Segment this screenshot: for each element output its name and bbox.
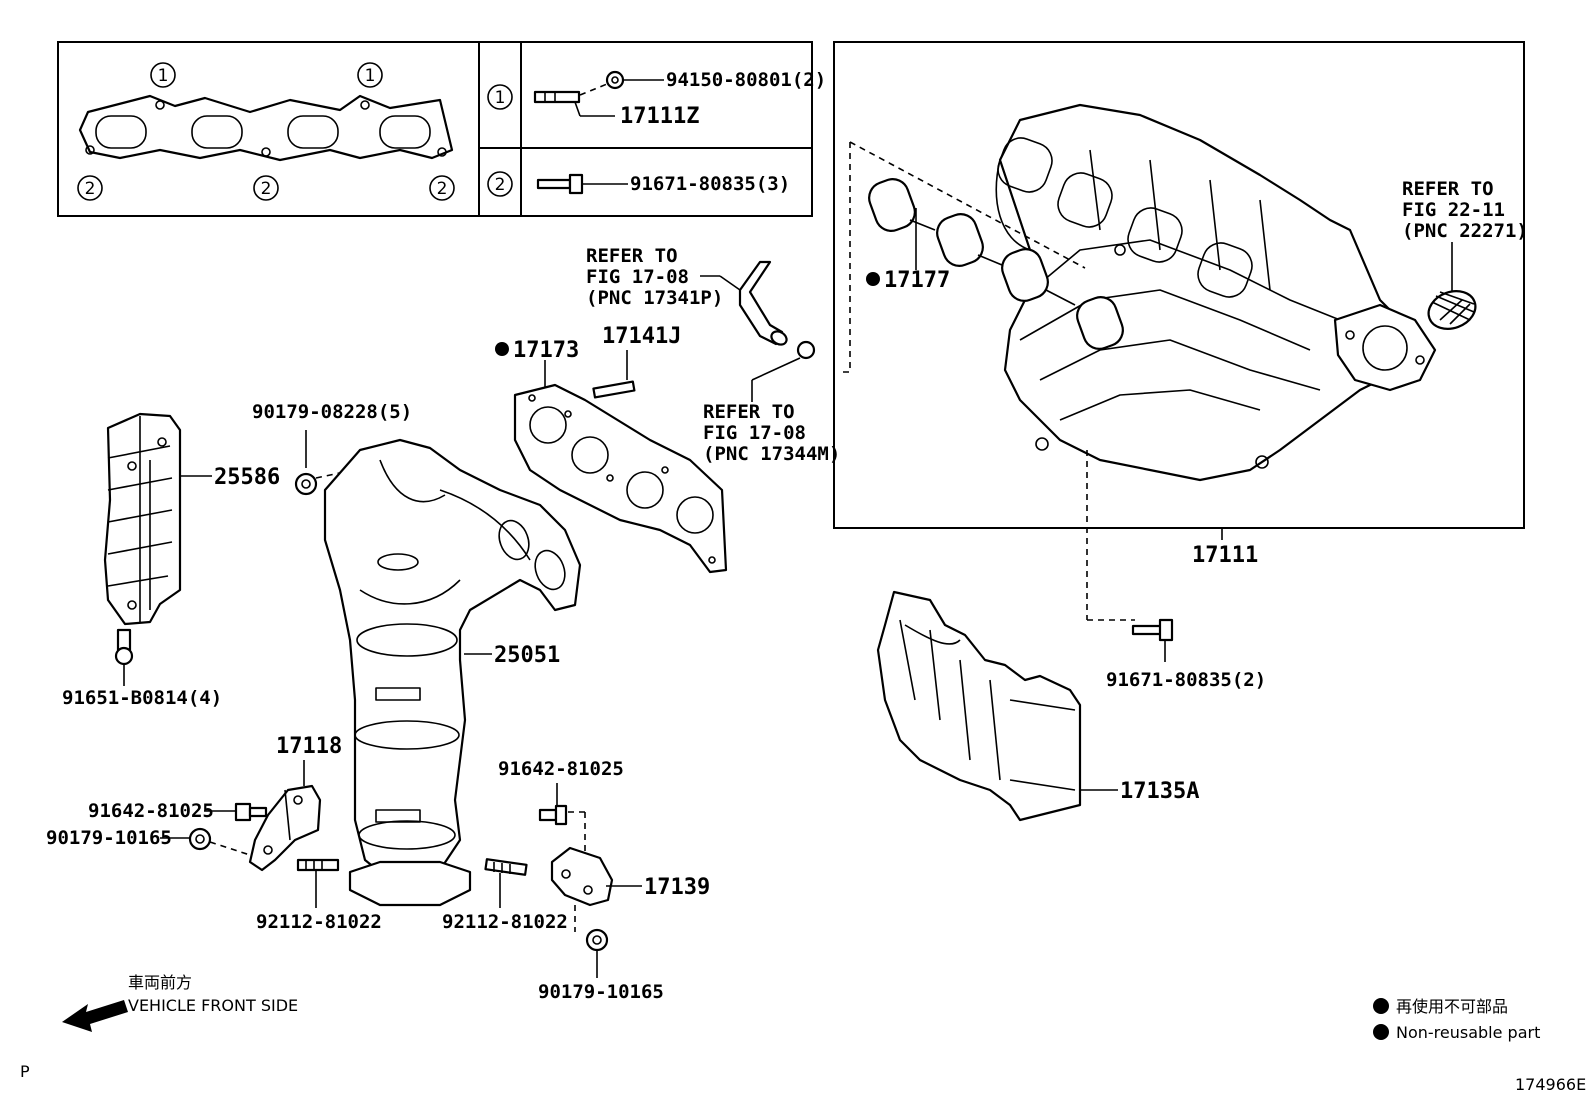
label-17135A: 17135A	[1120, 779, 1199, 804]
label-17118: 17118	[276, 734, 342, 759]
label-91671-80835-2: 91671-80835(2)	[1106, 669, 1266, 691]
svg-text:REFER TO: REFER TO	[1402, 178, 1494, 200]
nut-icon	[605, 70, 625, 90]
bolt-icon	[536, 173, 584, 195]
label-90179-10165-bottom: 90179-10165	[538, 981, 664, 1003]
nut-90179-10165-bottom	[585, 928, 609, 952]
svg-text:(PNC 17341P): (PNC 17341P)	[586, 287, 723, 309]
callout-circle-1a: 1	[150, 62, 176, 88]
callout-circle-2a: 2	[77, 175, 103, 201]
label-17177: 17177	[884, 268, 950, 293]
svg-text:2: 2	[261, 179, 272, 199]
bracket-17139	[550, 846, 614, 907]
throttle-screen	[1427, 290, 1477, 330]
svg-text:2: 2	[85, 179, 96, 199]
label-91642-81025-right: 91642-81025	[498, 758, 624, 780]
callout-circle-1b: 1	[357, 62, 383, 88]
legend-dot-2	[1373, 1024, 1389, 1040]
svg-text:2: 2	[437, 179, 448, 199]
label-91651-B0814: 91651-B0814(4)	[62, 687, 222, 709]
label-92112-81022-right: 92112-81022	[442, 911, 568, 933]
refer-fig-17-08-top: REFER TO FIG 17-08 (PNC 17341P)	[586, 245, 723, 309]
svg-text:FIG 17-08: FIG 17-08	[586, 266, 689, 288]
svg-text:REFER TO: REFER TO	[703, 401, 795, 423]
heat-insulator-17135A	[876, 590, 1082, 822]
svg-text:FIG 22-11: FIG 22-11	[1402, 199, 1505, 221]
svg-text:(PNC 17344M): (PNC 17344M)	[703, 443, 840, 465]
stud-92112-right	[484, 858, 528, 876]
label-17111: 17111	[1192, 543, 1258, 568]
legend-dot-1	[1373, 998, 1389, 1014]
callout-circle-2c: 2	[429, 175, 455, 201]
svg-text:1: 1	[365, 66, 376, 86]
nut-90179-10165-left	[188, 827, 212, 851]
nut-90179-08228	[294, 472, 318, 496]
svg-text:FIG 17-08: FIG 17-08	[703, 422, 806, 444]
vehicle-front-arrow	[62, 1000, 128, 1032]
label-17141J: 17141J	[602, 324, 681, 349]
non-reusable-dot-17173	[495, 342, 509, 356]
label-17173: 17173	[513, 338, 579, 363]
legend-en: Non-reusable part	[1396, 1023, 1540, 1042]
heat-insulator-25586	[103, 412, 182, 626]
label-25586: 25586	[214, 465, 280, 490]
svg-text:1: 1	[158, 66, 169, 86]
corner-mark: P	[20, 1062, 30, 1081]
intake-gasket	[868, 178, 1124, 350]
label-91642-81025-left: 91642-81025	[88, 800, 214, 822]
exhaust-manifold-gasket	[513, 383, 728, 574]
legend-jp: 再使用不可部品	[1396, 997, 1508, 1016]
svg-text:1: 1	[495, 88, 506, 108]
label-91671-80835-3: 91671-80835(3)	[630, 173, 790, 195]
callout-circle-2b: 2	[253, 175, 279, 201]
bracket-17118	[248, 784, 322, 872]
label-17139: 17139	[644, 875, 710, 900]
label-90179-10165-left: 90179-10165	[46, 827, 172, 849]
intake-manifold	[995, 103, 1437, 482]
vehicle-front-en: VEHICLE FRONT SIDE	[128, 996, 298, 1015]
legend-row2-marker: 2	[487, 171, 513, 197]
refer-fig-22-11: REFER TO FIG 22-11 (PNC 22271)	[1402, 178, 1528, 242]
refer-fig-17-08-bottom: REFER TO FIG 17-08 (PNC 17344M)	[703, 401, 840, 465]
stud-17141J	[592, 380, 636, 399]
exhaust-manifold-catalyst	[323, 438, 582, 907]
svg-text:(PNC 22271): (PNC 22271)	[1402, 220, 1528, 242]
bolt-91642-right	[538, 804, 568, 826]
svg-text:REFER TO: REFER TO	[586, 245, 678, 267]
inset-gasket-table: 1 1 2 2 2 1	[57, 41, 826, 217]
diagram-id: 174966E	[1515, 1075, 1586, 1094]
stud-icon	[533, 90, 581, 104]
legend-row1-marker: 1	[487, 84, 513, 110]
vehicle-front-jp: 車両前方	[128, 973, 192, 992]
exhaust-gasket-inset	[78, 94, 454, 162]
stud-92112-left	[296, 858, 340, 872]
label-92112-81022-left: 92112-81022	[256, 911, 382, 933]
label-17111Z: 17111Z	[620, 104, 699, 129]
bolt-91671-80835-2	[1131, 618, 1174, 642]
svg-text:2: 2	[495, 175, 506, 195]
intake-manifold-group	[833, 41, 1525, 529]
pcv-hose	[738, 260, 816, 360]
label-94150-80801: 94150-80801(2)	[666, 69, 826, 91]
bolt-91642-left	[234, 802, 268, 822]
bolt-91651	[114, 628, 134, 666]
label-90179-08228: 90179-08228(5)	[252, 401, 412, 423]
non-reusable-dot-17177	[866, 272, 880, 286]
label-25051: 25051	[494, 643, 560, 668]
